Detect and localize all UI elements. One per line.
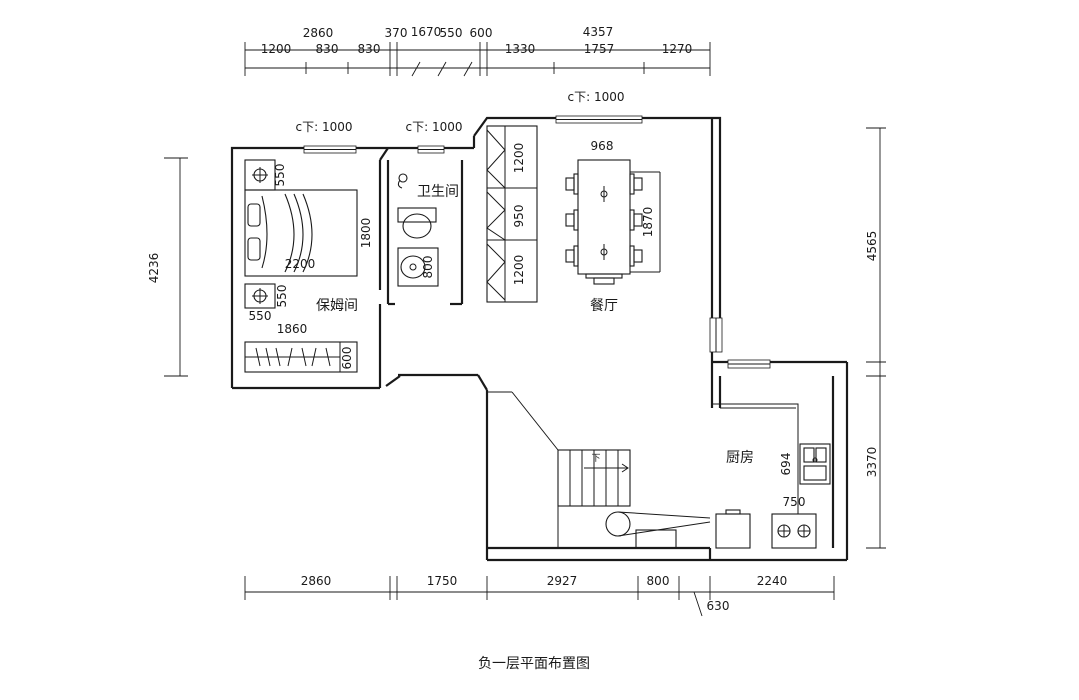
top-dim-overall-2860: 2860 — [303, 26, 334, 40]
dim-550-b: 550 — [275, 285, 289, 308]
room-label-dining: 餐厅 — [590, 298, 618, 314]
windows — [303, 115, 771, 369]
bathroom-fixtures — [397, 173, 439, 287]
bottom-dim-2927: 2927 — [547, 574, 578, 588]
stair-direction-label: 下 — [591, 454, 600, 464]
room-label-bedroom: 保姆间 — [316, 298, 358, 314]
top-dimension-lines — [244, 42, 711, 77]
right-dim-4565: 4565 — [865, 231, 879, 262]
right-dim-3370: 3370 — [865, 447, 879, 478]
window-note-bathroom: c下: 1000 — [406, 120, 463, 134]
dim-1870: 1870 — [641, 207, 655, 238]
top-dim-overall-4357: 4357 — [583, 25, 614, 39]
room-label-bathroom: 卫生间 — [417, 184, 459, 200]
bottom-dim-2240: 2240 — [757, 574, 788, 588]
window-note-bedroom: c下: 1000 — [296, 120, 353, 134]
bottom-dim-1750: 1750 — [427, 574, 458, 588]
dim-1200-b: 1200 — [512, 255, 526, 286]
top-dim-overall-550: 550 — [440, 26, 463, 40]
dim-550-c: 550 — [249, 309, 272, 323]
top-dim-overall-1670: 1670 — [411, 25, 442, 39]
stairs — [487, 391, 631, 548]
top-dim-detail-1200: 1200 — [261, 42, 292, 56]
dim-2200: 2200 — [285, 257, 316, 271]
dim-1200-a: 1200 — [512, 143, 526, 174]
walls — [230, 116, 849, 562]
bottom-dim-800: 800 — [647, 574, 670, 588]
dining-table — [565, 159, 661, 285]
dim-1860: 1860 — [277, 322, 308, 336]
dim-600: 600 — [340, 347, 354, 370]
kitchen-fixtures — [712, 403, 831, 549]
dim-750: 750 — [783, 495, 806, 509]
top-dim-detail-830a: 830 — [316, 42, 339, 56]
top-dim-overall-370: 370 — [385, 26, 408, 40]
plan-caption: 负一层平面布置图 — [478, 656, 590, 672]
left-dim-4236: 4236 — [147, 253, 161, 284]
top-dim-detail-830b: 830 — [358, 42, 381, 56]
dining-cabinets — [486, 125, 538, 303]
appliances — [605, 509, 751, 549]
side-dimension-lines — [164, 127, 886, 549]
dim-950: 950 — [512, 205, 526, 228]
bottom-dim-630: 630 — [707, 599, 730, 613]
top-dim-detail-1330: 1330 — [505, 42, 536, 56]
window-note-dining: c下: 1000 — [568, 90, 625, 104]
top-dim-detail-1757: 1757 — [584, 42, 615, 56]
bedroom-furniture — [244, 159, 358, 373]
bottom-dim-2860: 2860 — [301, 574, 332, 588]
room-label-kitchen: 厨房 — [726, 450, 754, 466]
top-dim-overall-600: 600 — [470, 26, 493, 40]
dim-968: 968 — [591, 139, 614, 153]
bottom-dimension-lines — [244, 576, 835, 617]
dim-550-a: 550 — [273, 164, 287, 187]
dim-694: 694 — [779, 453, 793, 476]
dim-1800: 1800 — [359, 218, 373, 249]
dim-800-bath: 800 — [421, 256, 435, 279]
top-dim-detail-1270: 1270 — [662, 42, 693, 56]
